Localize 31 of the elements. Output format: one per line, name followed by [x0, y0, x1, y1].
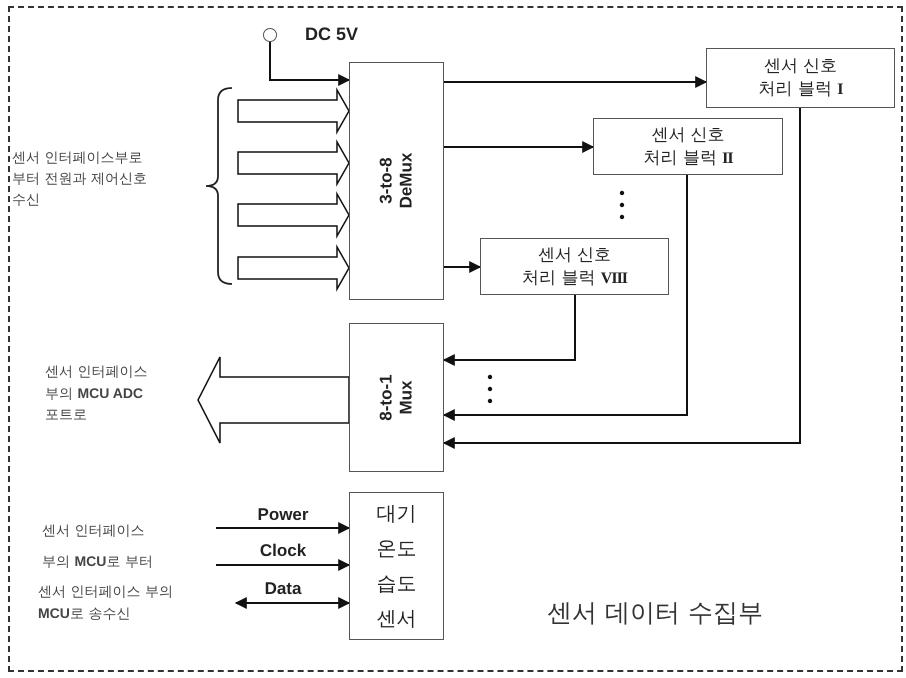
arrow — [444, 76, 708, 88]
note-text: 센서 인터페이스부로 부터 전원과 제어신호 수신 — [12, 149, 148, 210]
process-box: 센서 신호 처리 블럭 VIII — [480, 238, 669, 295]
arrow — [444, 261, 482, 273]
sensor-box: 대기 온도 습도 센서 — [349, 492, 444, 640]
dashed-section-frame — [8, 6, 903, 672]
arrow — [442, 108, 801, 449]
block-box — [349, 62, 444, 300]
process-box: 센서 신호 처리 블럭 II — [593, 118, 783, 175]
arrow — [234, 597, 350, 609]
section-title: 센서 데이터 수집부 — [547, 597, 763, 629]
hollow-arrow — [237, 87, 350, 135]
arrow — [444, 141, 594, 153]
arrow — [216, 559, 350, 571]
hollow-arrow — [237, 139, 350, 187]
arrow — [269, 42, 350, 86]
process-box: 센서 신호 처리 블럭 I — [706, 48, 895, 108]
hollow-arrow — [237, 191, 350, 239]
note-text: 센서 인터페이스 부의 MCU로 송수신 — [38, 582, 236, 630]
voltage-label: DC 5V — [305, 24, 358, 45]
arrow — [216, 522, 350, 534]
note-text: 센서 인터페이스 부의 MCU ADC 포트로 — [45, 362, 198, 432]
box-label: 3-to-8 DeMux — [376, 152, 416, 210]
terminal-circle — [263, 28, 277, 42]
arrow — [442, 295, 576, 366]
hollow-arrow — [237, 244, 350, 292]
hollow-arrow — [197, 356, 350, 444]
box-label: 8-to-1 Mux — [376, 372, 416, 422]
arrow — [442, 175, 688, 421]
block-box — [349, 323, 444, 472]
note-text: 센서 인터페이스 부의 MCU로 부터 — [42, 516, 216, 576]
